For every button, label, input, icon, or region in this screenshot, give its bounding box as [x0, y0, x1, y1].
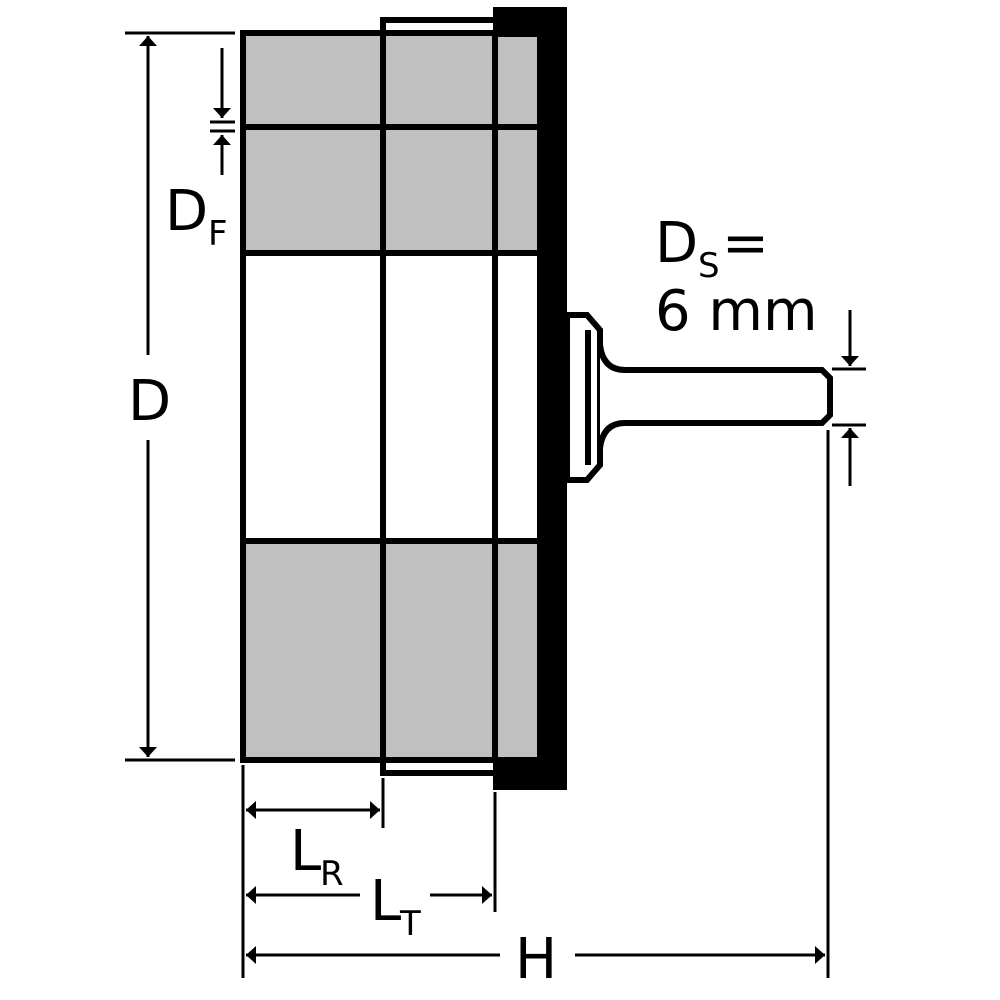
- label-df-sub: F: [208, 214, 228, 254]
- dimension-lines: [125, 31, 866, 978]
- backing-plate: [493, 7, 567, 790]
- shank: [564, 312, 833, 483]
- label-df: D F: [165, 179, 228, 254]
- label-d: D: [128, 369, 171, 434]
- label-df-main: D: [165, 179, 208, 244]
- label-ds: D S = 6 mm: [655, 211, 818, 344]
- label-h: H: [515, 927, 557, 992]
- label-lt-sub: T: [399, 904, 421, 944]
- label-lr-sub: R: [320, 854, 344, 894]
- label-lt-main: L: [370, 869, 401, 934]
- cup-ring: [380, 17, 495, 776]
- label-lr: L R: [290, 819, 344, 894]
- label-lt: L T: [370, 869, 421, 944]
- label-ds-main: D: [655, 211, 698, 276]
- label-lr-main: L: [290, 819, 321, 884]
- label-ds-eq: =: [722, 211, 769, 276]
- brush-body: [240, 30, 543, 763]
- label-ds-sub: S: [698, 246, 720, 286]
- label-ds-value: 6 mm: [655, 279, 818, 344]
